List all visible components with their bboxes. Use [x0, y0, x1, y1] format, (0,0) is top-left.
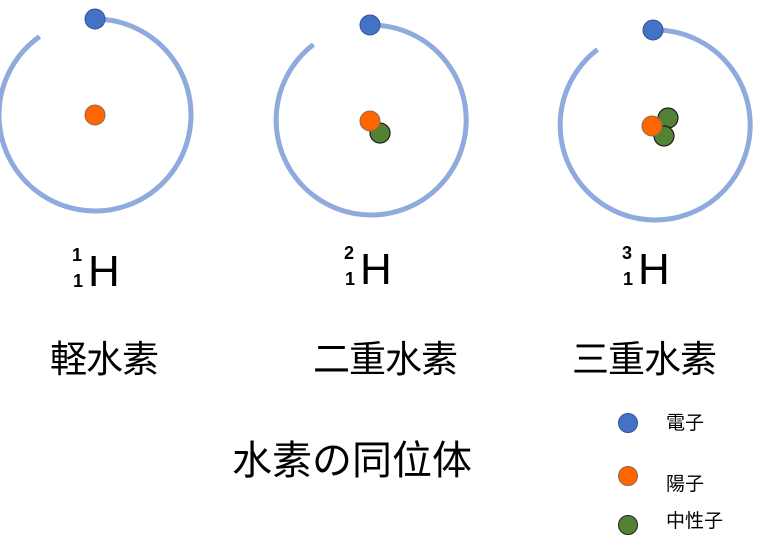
atomic-number: 1	[73, 271, 84, 291]
proton-dot-icon	[618, 466, 638, 486]
proton	[84, 104, 106, 126]
diagram-title: 水素の同位体	[232, 438, 472, 484]
electron	[642, 19, 664, 41]
element-symbol: H	[360, 245, 392, 294]
orbit-ring	[273, 22, 469, 218]
mass-number: 3	[622, 243, 633, 263]
atom-tritium	[557, 19, 753, 223]
mass-number: 2	[344, 243, 355, 263]
electron	[84, 8, 106, 30]
isotope-notation-tritium: 3 1 H	[622, 242, 742, 302]
isotope-name-protium: 軽水素	[50, 338, 159, 381]
mass-number: 1	[72, 245, 83, 265]
atomic-number: 1	[345, 269, 356, 289]
orbit-ring	[557, 27, 753, 223]
atom-diagrams	[0, 8, 753, 223]
neutron-dot-icon	[618, 515, 638, 535]
element-symbol: H	[638, 245, 670, 294]
proton	[359, 110, 381, 132]
atom-deuterium	[273, 14, 469, 218]
proton	[641, 115, 663, 137]
element-symbol: H	[88, 247, 120, 296]
isotope-name-tritium: 三重水素	[572, 338, 717, 381]
atom-protium	[0, 8, 194, 214]
orbit-ring	[0, 16, 194, 214]
legend-label: 電子	[666, 412, 705, 434]
atomic-number: 1	[623, 269, 634, 289]
isotope-name-deuterium: 二重水素	[313, 338, 458, 381]
isotope-notation-protium: 1 1 H	[72, 244, 192, 304]
electron-dot-icon	[618, 413, 638, 433]
legend-label: 陽子	[666, 473, 705, 495]
legend-label: 中性子	[666, 510, 724, 532]
isotope-notation-deuterium: 2 1 H	[344, 242, 464, 302]
electron	[359, 14, 381, 36]
